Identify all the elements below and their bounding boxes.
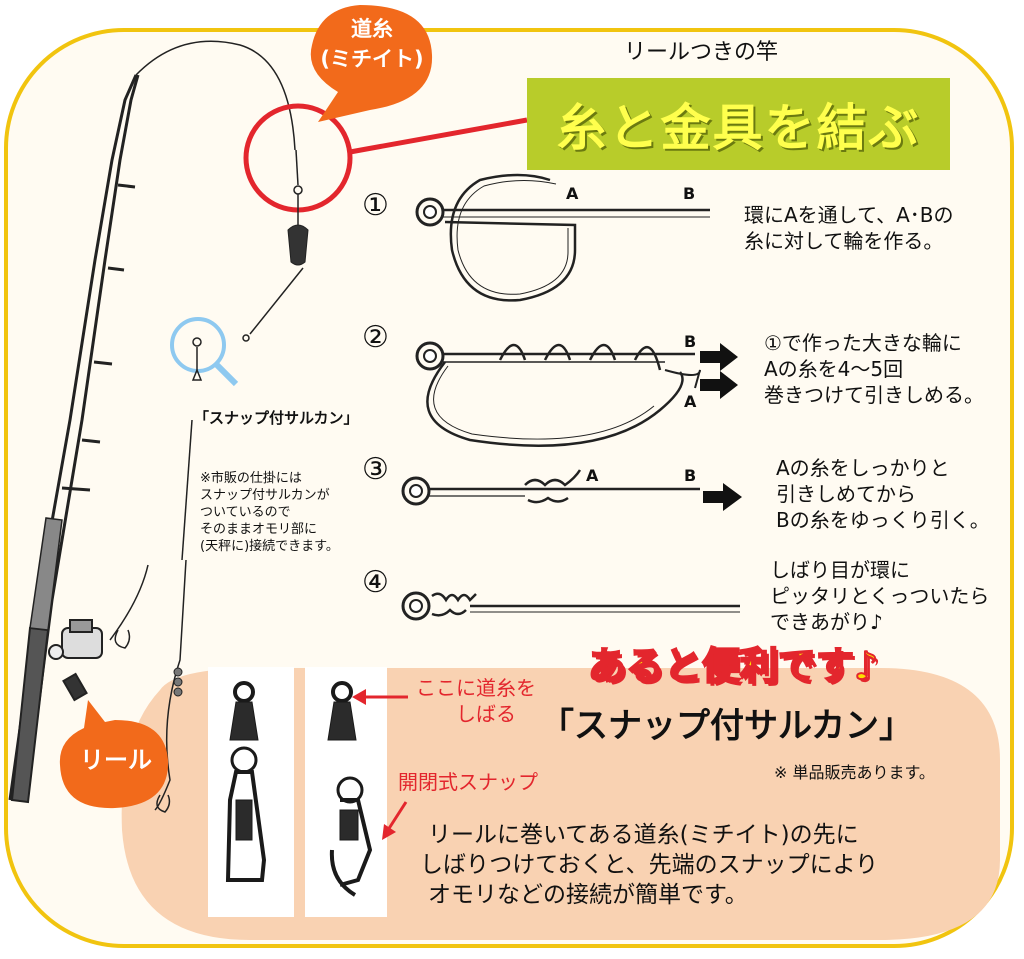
reel: [48, 619, 103, 702]
step-3-desc-1: Aの糸をしっかりと: [776, 456, 950, 480]
step-2-desc-1: ①で作った大きな輪に: [764, 331, 962, 355]
line-bubble-text: 道糸 (ミチイト): [320, 17, 424, 71]
step-2-desc-3: 巻きつけて引きしめる。: [764, 383, 984, 407]
step-1-desc-2: 糸に対して輪を作る。: [744, 229, 944, 253]
explanation-line-3: オモリなどの接続が簡単です。: [428, 882, 748, 908]
explanation-line-2: しばりつけておくと、先端のスナップにより: [420, 852, 879, 878]
step3-arrow: [703, 483, 742, 511]
photo-arrows: [352, 689, 408, 840]
step-1-label-b: B: [683, 184, 696, 203]
step2-arrows: [700, 343, 738, 399]
rig-note-line: スナップ付サルカンが: [200, 488, 330, 503]
beads: [173, 667, 183, 697]
step1-knot: [415, 173, 710, 302]
convenience-headline: あると便利です♪: [587, 643, 879, 689]
snap-swivel-right: [327, 681, 373, 897]
step-2-label-a: A: [684, 392, 697, 411]
rig-note-line: そのままオモリ部に: [200, 522, 318, 537]
rig-note-line: (天秤に)接続できます。: [200, 539, 339, 554]
step-1-label-a: A: [566, 184, 579, 203]
page-title: 糸と金具を結ぶ: [556, 99, 921, 157]
step-4-desc-1: しばり目が環に: [770, 558, 910, 582]
magnifier-icon: [170, 317, 239, 387]
line-bubble: [310, 5, 433, 122]
step-3-number: ③: [362, 452, 389, 487]
snap-swivel-label: 「スナップ付サルカン」: [194, 409, 359, 427]
reel-bubble-text: リール: [80, 746, 152, 774]
reel-bubble: [59, 700, 169, 809]
step-3-label-a: A: [586, 466, 599, 485]
explanation-line-1: リールに巻いてある道糸(ミチイト)の先に: [428, 822, 859, 848]
snap-swivel-left: [225, 681, 267, 882]
step-3-label-b: B: [684, 466, 697, 485]
step3-knot: [401, 469, 700, 506]
page-title-banner: 糸と金具を結ぶ: [527, 78, 950, 170]
step-1-desc-1: 環にAを通して、A･Bの: [744, 203, 954, 227]
fishing-rod: [8, 40, 296, 804]
step-2-label-b: B: [684, 332, 697, 351]
step-4-desc-3: できあがり♪: [770, 610, 883, 634]
sold-separately-note: ※ 単品販売あります。: [774, 763, 935, 782]
step-2-number: ②: [362, 320, 389, 355]
step-3-desc-3: Bの糸をゆっくり引く。: [776, 508, 990, 532]
step-1-number: ①: [362, 188, 389, 223]
step-2-desc-2: Aの糸を4～5回: [764, 357, 904, 381]
tie-here-label-2: しばる: [456, 702, 516, 726]
step-4-desc-2: ピッタリとくっついたら: [770, 584, 990, 608]
rig-note-line: ※市販の仕掛には: [200, 471, 302, 486]
step4-knot: [401, 591, 740, 621]
sinker-rig: [242, 149, 309, 342]
step2-knot: [415, 341, 701, 447]
snap-type-label: 開閉式スナップ: [398, 770, 538, 794]
product-name: 「スナップ付サルカン」: [540, 706, 913, 746]
step-3-desc-2: 引きしめてから: [776, 482, 916, 506]
rig-note-line: ついているので: [200, 505, 291, 520]
step-4-number: ④: [362, 565, 389, 600]
rig-note: ※市販の仕掛には スナップ付サルカンが ついているので そのままオモリ部に (天…: [200, 470, 339, 555]
tie-here-label-1: ここに道糸を: [416, 676, 536, 700]
page-subtitle: リールつきの竿: [624, 40, 779, 65]
